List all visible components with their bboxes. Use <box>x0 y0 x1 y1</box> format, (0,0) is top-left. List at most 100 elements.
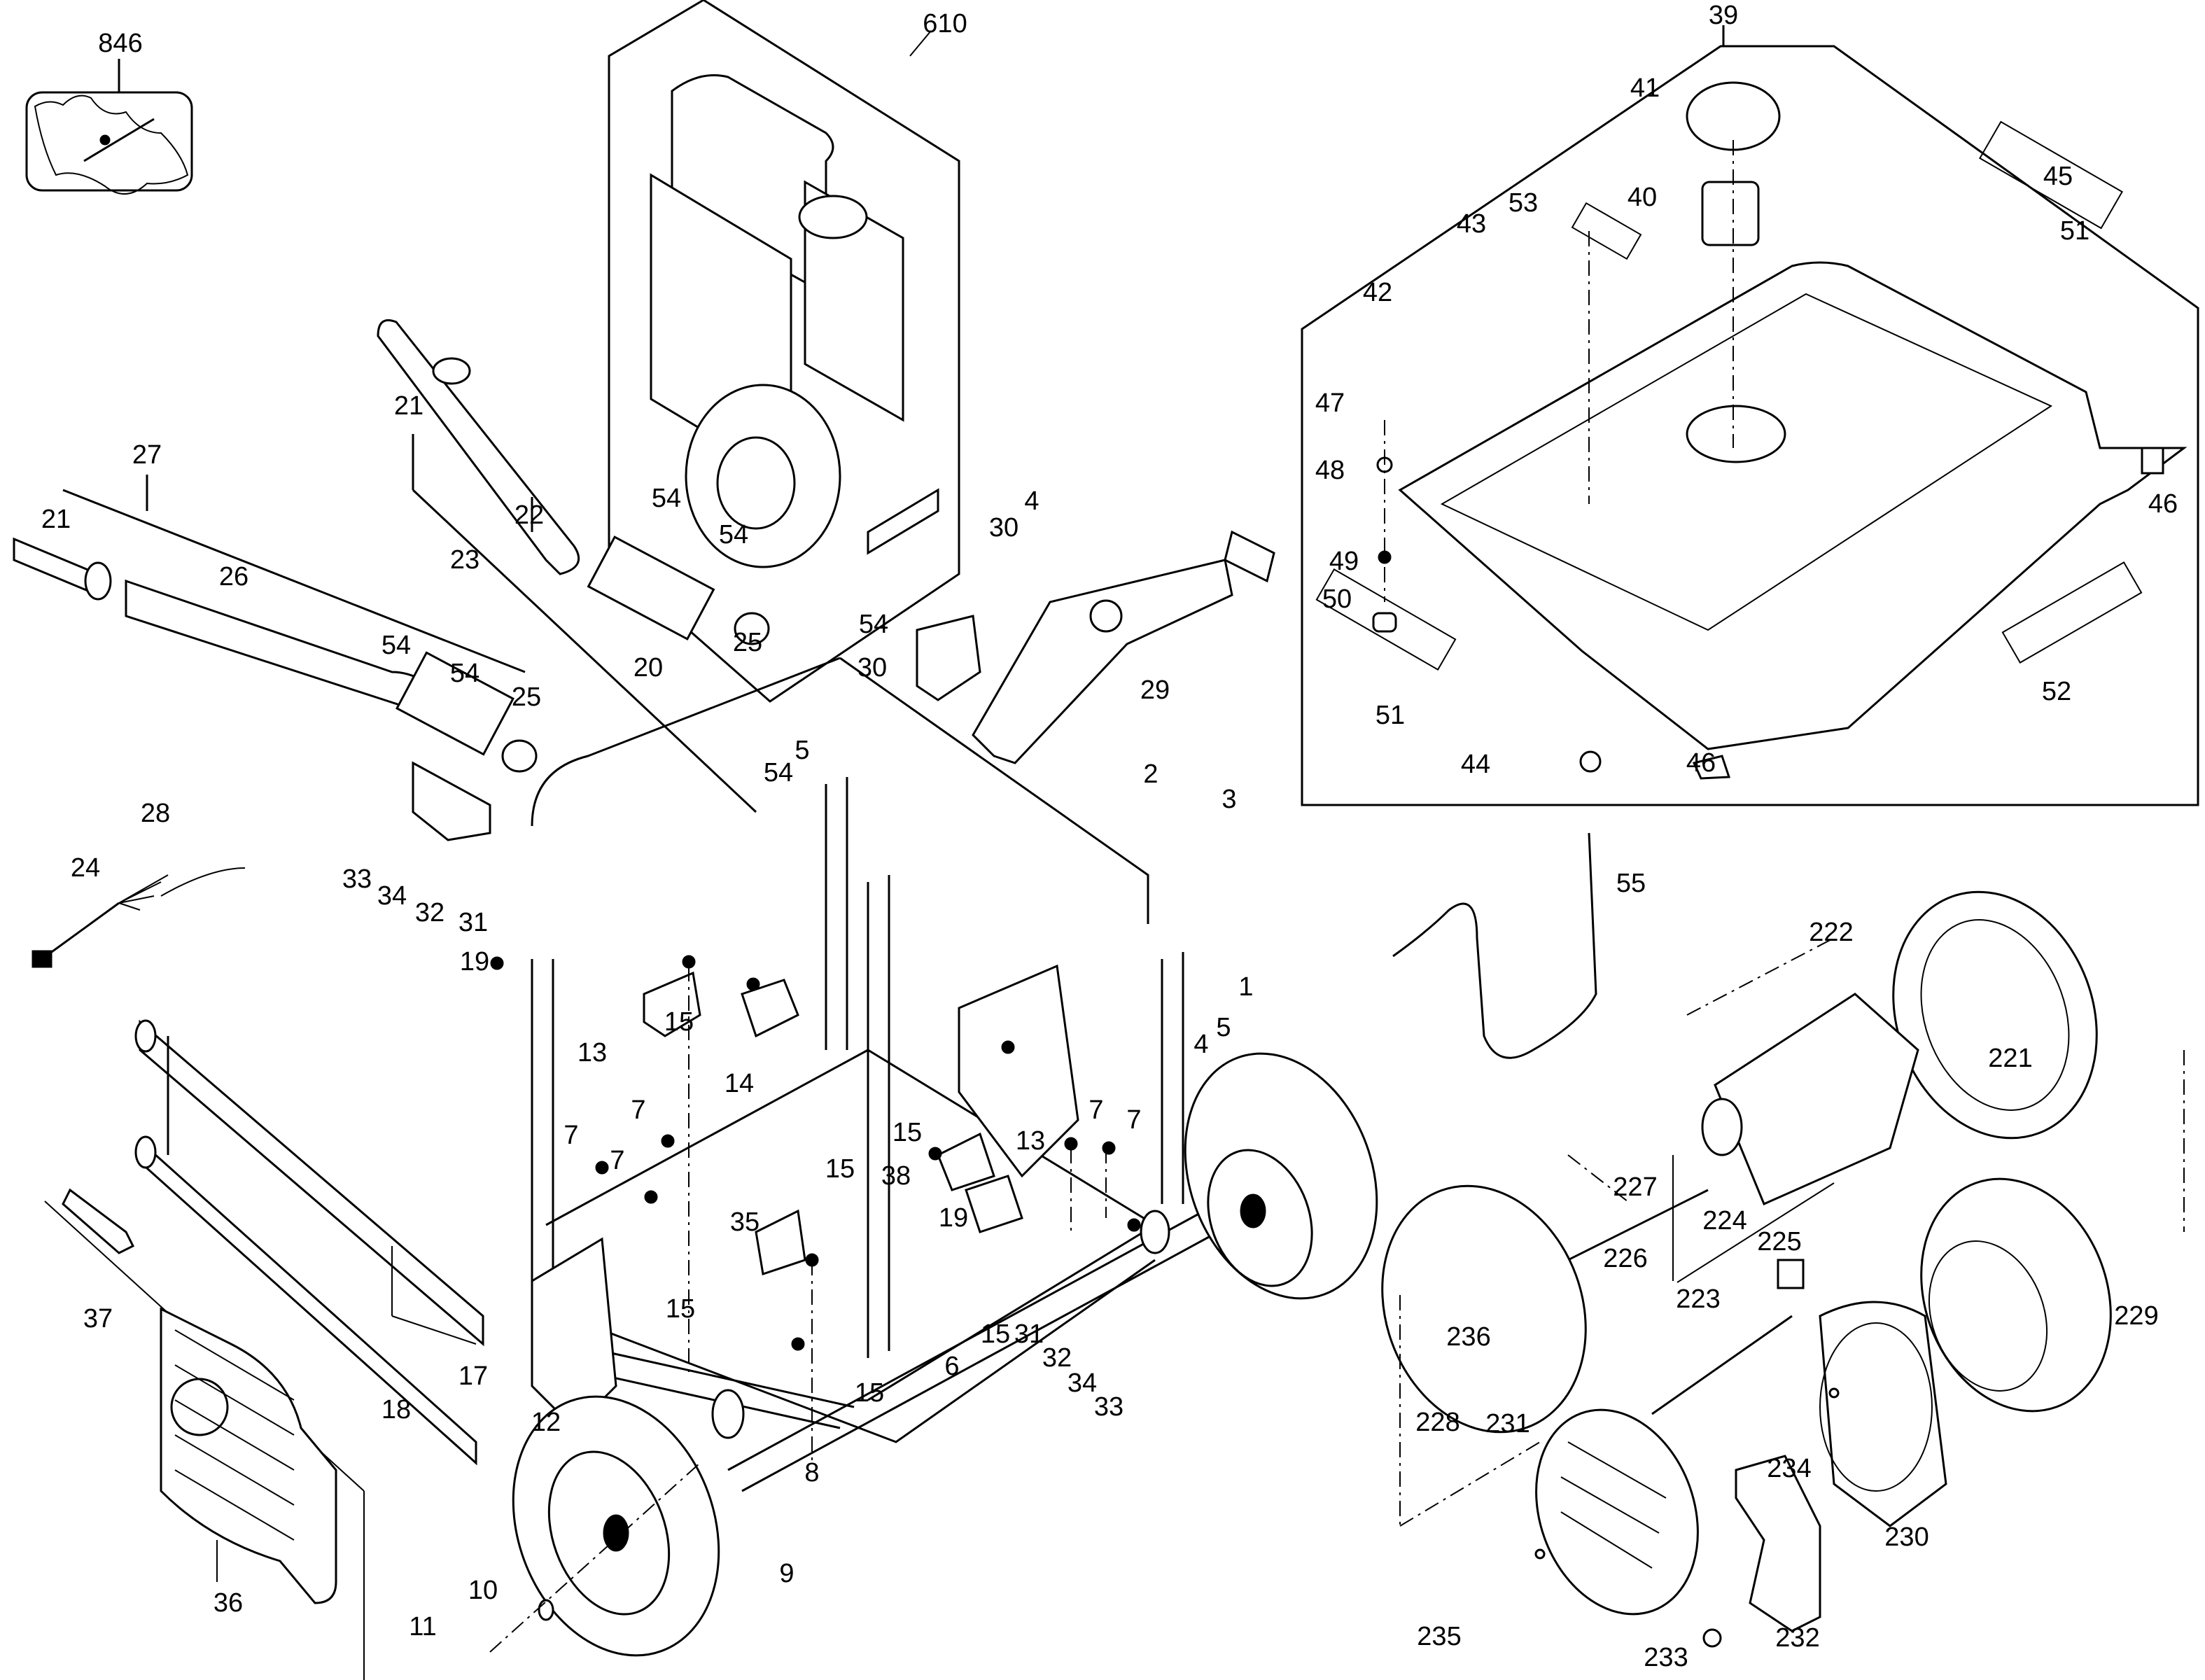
handle-drawing <box>13 319 770 841</box>
engine-bracket-drawing <box>916 530 1275 764</box>
hardware-kit-drawing <box>25 91 193 195</box>
label-47: 47 <box>1315 388 1345 418</box>
label-221: 221 <box>1988 1044 2033 1073</box>
label-15e: 15 <box>980 1320 1011 1349</box>
label-25b: 25 <box>732 628 763 657</box>
label-54b: 54 <box>718 520 749 550</box>
label-38: 38 <box>881 1161 911 1191</box>
label-46b: 46 <box>1686 748 1716 778</box>
label-43: 43 <box>1456 209 1487 239</box>
label-27: 27 <box>132 440 162 470</box>
label-4a: 4 <box>1024 486 1040 516</box>
label-44: 44 <box>1460 750 1491 779</box>
label-32a: 32 <box>414 898 445 927</box>
label-15d: 15 <box>665 1294 696 1324</box>
label-30b: 30 <box>857 653 888 682</box>
label-42: 42 <box>1362 278 1393 307</box>
label-34a: 34 <box>377 881 407 911</box>
label-15b: 15 <box>892 1118 923 1147</box>
label-11: 11 <box>409 1612 437 1642</box>
label-234: 234 <box>1767 1454 1812 1483</box>
generator-end-drawing <box>1381 890 2185 1648</box>
label-232: 232 <box>1775 1623 1820 1653</box>
label-4b: 4 <box>1194 1030 1209 1059</box>
label-5a: 5 <box>794 736 810 765</box>
label-7c: 7 <box>610 1146 625 1175</box>
label-35: 35 <box>729 1208 760 1237</box>
label-230: 230 <box>1884 1522 1929 1552</box>
label-55: 55 <box>1616 869 1646 898</box>
label-51a: 51 <box>2059 216 2090 246</box>
wheel-rear-drawing <box>1140 1052 1378 1300</box>
label-26: 26 <box>218 562 249 592</box>
label-20: 20 <box>633 653 664 682</box>
mount-hardware-drawing <box>490 955 1141 1463</box>
label-34b: 34 <box>1067 1368 1098 1398</box>
label-21b: 21 <box>41 505 71 534</box>
label-1: 1 <box>1238 972 1254 1002</box>
wheel-front-drawing <box>489 1389 745 1657</box>
label-222: 222 <box>1809 918 1854 947</box>
label-13b: 13 <box>1015 1126 1046 1156</box>
label-3: 3 <box>1222 785 1237 814</box>
label-23: 23 <box>449 545 480 575</box>
label-17: 17 <box>458 1362 489 1391</box>
label-39: 39 <box>1708 1 1739 30</box>
label-33a: 33 <box>342 864 372 894</box>
label-9: 9 <box>779 1559 794 1588</box>
leader-610 <box>909 30 932 57</box>
wire-harness-drawing <box>31 867 246 968</box>
label-7a: 7 <box>631 1096 646 1125</box>
label-31b: 31 <box>1014 1320 1044 1349</box>
frame-drawing <box>531 657 1232 1492</box>
label-46a: 46 <box>2148 489 2178 519</box>
label-14: 14 <box>724 1069 755 1098</box>
label-7e: 7 <box>1126 1105 1142 1135</box>
label-10: 10 <box>468 1576 498 1605</box>
label-19b: 19 <box>938 1203 969 1233</box>
label-25a: 25 <box>511 682 542 712</box>
label-53: 53 <box>1508 188 1539 218</box>
label-54e: 54 <box>858 610 889 639</box>
label-12: 12 <box>531 1408 561 1437</box>
label-50: 50 <box>1322 584 1352 614</box>
label-231: 231 <box>1485 1409 1530 1438</box>
engine-drawing <box>608 0 960 703</box>
label-235: 235 <box>1417 1622 1462 1651</box>
label-225: 225 <box>1757 1227 1802 1256</box>
label-33b: 33 <box>1093 1392 1124 1422</box>
label-15f: 15 <box>854 1378 885 1408</box>
label-24: 24 <box>70 853 101 883</box>
label-32b: 32 <box>1042 1343 1072 1373</box>
label-45: 45 <box>2043 162 2073 191</box>
label-233: 233 <box>1644 1643 1688 1672</box>
label-22: 22 <box>514 500 545 530</box>
label-7d: 7 <box>1088 1096 1104 1125</box>
label-15c: 15 <box>825 1154 855 1184</box>
label-30a: 30 <box>988 513 1019 542</box>
label-229: 229 <box>2114 1301 2159 1331</box>
label-6: 6 <box>944 1352 960 1381</box>
label-19a: 19 <box>459 947 490 976</box>
label-49: 49 <box>1329 547 1359 576</box>
label-2: 2 <box>1143 760 1158 789</box>
label-51b: 51 <box>1375 701 1406 730</box>
label-54a: 54 <box>651 484 682 513</box>
label-54d: 54 <box>449 659 480 688</box>
label-5b: 5 <box>1216 1013 1231 1042</box>
label-7b: 7 <box>564 1121 579 1150</box>
label-610: 610 <box>923 9 967 38</box>
label-224: 224 <box>1702 1206 1747 1236</box>
label-15a: 15 <box>664 1007 694 1037</box>
label-40: 40 <box>1627 183 1658 212</box>
label-41: 41 <box>1630 74 1660 103</box>
label-54f: 54 <box>763 758 794 788</box>
label-227: 227 <box>1613 1172 1658 1202</box>
label-54c: 54 <box>381 631 412 660</box>
label-8: 8 <box>804 1458 820 1488</box>
label-236: 236 <box>1446 1322 1491 1352</box>
label-223: 223 <box>1676 1284 1721 1314</box>
label-48: 48 <box>1315 456 1345 485</box>
label-21a: 21 <box>393 391 424 421</box>
